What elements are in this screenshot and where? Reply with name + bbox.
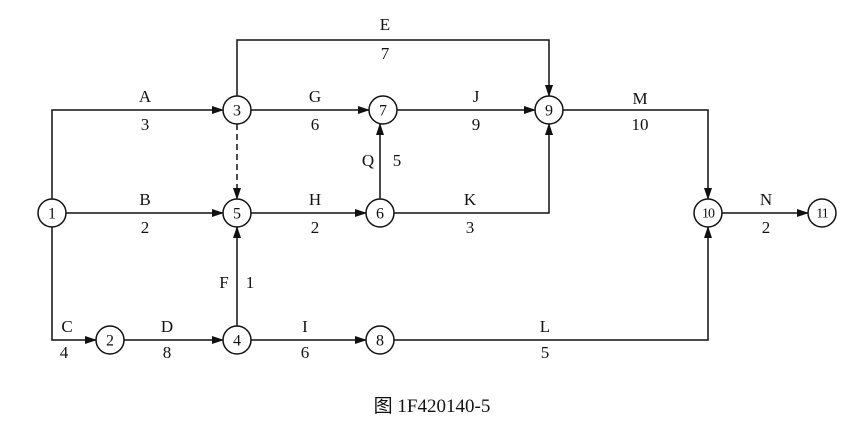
node-label: 3: [233, 103, 241, 120]
node-circle: [222, 95, 252, 125]
node-circle: [365, 198, 395, 228]
figure-caption: 图 1F420140-5: [374, 396, 491, 417]
activity-duration-label: 2: [762, 218, 771, 237]
node-circle: [37, 198, 67, 228]
node-circle: [365, 325, 395, 355]
activity-duration-label: 2: [311, 218, 320, 237]
event-node-4: 4: [222, 325, 252, 355]
node-label: 8: [376, 333, 384, 350]
event-node-1: 1: [37, 198, 67, 228]
activity-duration-label: 2: [141, 218, 150, 237]
activity-duration-label: 6: [301, 343, 310, 362]
node-circle: [95, 325, 125, 355]
event-node-8: 8: [365, 325, 395, 355]
event-node-10: 10: [693, 198, 723, 228]
activity-arrow-m: [563, 109, 712, 200]
event-node-7: 7: [368, 95, 398, 125]
activity-name-label: D: [161, 317, 173, 336]
activity-arrow-a: [51, 106, 224, 199]
activity-duration-label: 8: [163, 343, 172, 362]
event-node-2: 2: [95, 325, 125, 355]
node-label: 1: [48, 206, 56, 223]
node-circle: [222, 325, 252, 355]
activity-name-label: G: [309, 87, 321, 106]
activity-name-label: A: [139, 87, 152, 106]
node-circle: [222, 198, 252, 228]
activity-duration-label: 5: [393, 151, 402, 170]
event-node-6: 6: [365, 198, 395, 228]
event-node-11: 11: [807, 198, 837, 228]
activity-duration-label: 4: [60, 343, 69, 362]
activity-name-label: E: [380, 15, 390, 34]
node-label: 5: [233, 206, 241, 223]
activity-name-label: M: [632, 89, 647, 108]
activity-duration-label: 3: [141, 115, 150, 134]
activity-name-label: J: [473, 87, 480, 106]
node-label: 4: [233, 333, 241, 350]
activity-duration-label: 7: [381, 44, 390, 63]
activity-name-label: C: [61, 317, 72, 336]
node-label: 6: [376, 206, 384, 223]
activity-arrow-l: [394, 226, 712, 341]
event-node-5: 5: [222, 198, 252, 228]
activity-arrow-c: [51, 227, 97, 344]
activity-name-label: F: [219, 273, 228, 292]
node-circle: [807, 198, 837, 228]
node-label: 10: [702, 207, 715, 222]
activity-duration-label: 10: [632, 115, 649, 134]
activity-name-label: H: [309, 190, 321, 209]
activity-duration-label: 3: [466, 218, 475, 237]
node-label: 11: [816, 207, 828, 222]
activity-name-label: K: [464, 190, 477, 209]
activity-name-label: I: [302, 317, 308, 336]
activity-name-label: L: [540, 317, 550, 336]
node-circle: [534, 95, 564, 125]
activity-name-label: Q: [362, 151, 374, 170]
event-node-3: 3: [222, 95, 252, 125]
activity-name-label: B: [139, 190, 150, 209]
activity-duration-label: 5: [541, 343, 550, 362]
activity-arrow-k: [394, 123, 553, 214]
node-label: 2: [106, 333, 114, 350]
node-label: 9: [545, 103, 553, 120]
activity-duration-label: 9: [472, 115, 481, 134]
activity-duration-label: 1: [246, 273, 255, 292]
node-label: 7: [379, 103, 387, 120]
activity-duration-label: 6: [311, 115, 320, 134]
node-circle: [368, 95, 398, 125]
activity-name-label: N: [760, 190, 772, 209]
node-circle: [693, 198, 723, 228]
event-node-9: 9: [534, 95, 564, 125]
activity-arrow-e: [236, 39, 553, 97]
